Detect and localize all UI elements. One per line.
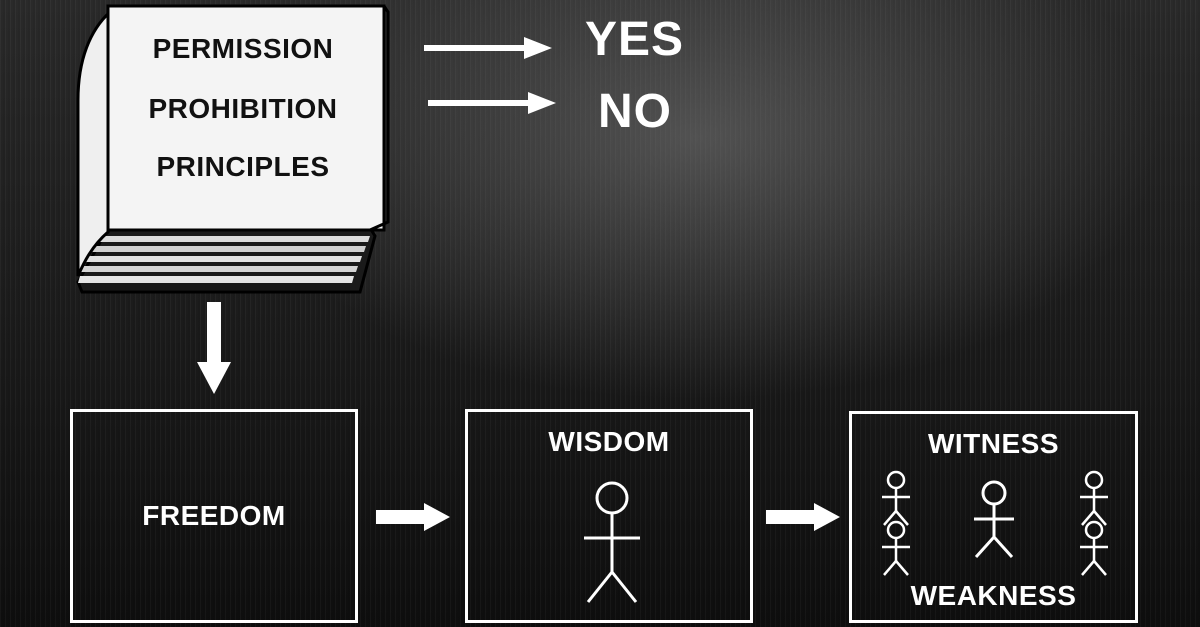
book-line-permission: PERMISSION xyxy=(152,33,334,64)
freedom-label: FREEDOM xyxy=(142,500,286,531)
answer-yes: YES xyxy=(585,13,685,66)
answer-no: NO xyxy=(598,85,672,138)
person-icon xyxy=(584,481,640,603)
person-icon xyxy=(1080,520,1108,576)
arrow-right-icon xyxy=(376,503,450,531)
person-icon xyxy=(882,520,910,576)
freedom-box: FREEDOM xyxy=(70,409,358,623)
book-icon xyxy=(76,4,390,294)
wisdom-label: WISDOM xyxy=(548,426,670,457)
arrow-right-icon xyxy=(424,37,552,59)
wisdom-box: WISDOM xyxy=(465,409,753,623)
arrow-right-icon xyxy=(428,92,556,114)
person-icon xyxy=(882,470,910,526)
witness-box: WITNESS WEAKNESS xyxy=(849,411,1138,623)
book-spine xyxy=(76,8,112,277)
arrow-down-icon xyxy=(197,302,231,394)
weakness-label: WEAKNESS xyxy=(910,580,1077,611)
book-cover xyxy=(106,4,386,232)
book-line-prohibition: PROHIBITION xyxy=(148,93,338,124)
book-pages xyxy=(76,226,377,294)
person-icon xyxy=(1080,470,1108,526)
book-line-principles: PRINCIPLES xyxy=(156,151,330,182)
witness-label: WITNESS xyxy=(927,428,1060,459)
arrow-right-icon xyxy=(766,503,840,531)
person-icon xyxy=(974,480,1014,559)
